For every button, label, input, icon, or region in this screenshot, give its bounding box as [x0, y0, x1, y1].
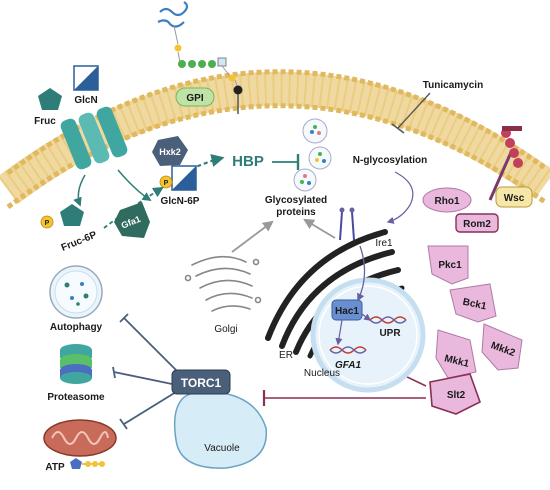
hxk2-enzyme-shape [152, 136, 188, 166]
slt2-shape [429, 373, 481, 415]
glucosamine-shape-icon [73, 65, 99, 91]
gpi-anchored-protein [157, 1, 243, 114]
torc1-box [171, 369, 231, 395]
gpi-box [175, 87, 215, 107]
golgi-apparatus [184, 255, 262, 312]
gfa1-gene-dna-icon [329, 346, 367, 354]
nucleus-label: Nucleus [304, 368, 340, 379]
golgi-label: Golgi [214, 324, 237, 335]
mkk2-shape [481, 323, 523, 371]
rom2-box [455, 213, 499, 233]
fruc-label: Fruc [34, 116, 56, 127]
fruc6p-label: Fruc-6P [60, 229, 99, 253]
golgi-to-glycoproteins-arrow [231, 220, 274, 253]
bck1-shape [449, 283, 497, 323]
torc1-inhibition-lines [112, 313, 179, 430]
atp-molecule-icon [70, 458, 105, 469]
hxk2-label: Hxk2 [159, 147, 181, 157]
gfa1-reaction-arrow [103, 186, 164, 229]
tunicamycin-inhibition-line [397, 92, 431, 129]
glycosylated-proteins-icons [293, 118, 332, 192]
bck1-label: Bck1 [462, 297, 488, 313]
hac1-label: Hac1 [335, 306, 359, 317]
n-glycosylation-label: N-glycosylation [353, 155, 427, 166]
proteasome-label: Proteasome [47, 392, 105, 403]
sugar-transporter [60, 106, 152, 207]
glycosylated-proteins-line1: Glycosylated [265, 195, 327, 206]
er-to-glycoproteins-arrow [303, 218, 336, 239]
torc1-label: TORC1 [181, 376, 222, 390]
glcn6p-label: GlcN-6P [161, 196, 200, 207]
hac1-box [331, 299, 363, 321]
wsc-sensor [488, 126, 523, 201]
fructose-shape-icon [38, 88, 62, 110]
mitochondrion-icon [43, 419, 117, 457]
upr-label: UPR [379, 328, 401, 339]
gpi-label: GPI [186, 93, 203, 104]
rho1-shape [422, 187, 472, 213]
autophagy-label: Autophagy [50, 322, 103, 333]
glcn6p-shape-icon [159, 165, 197, 191]
pkc1-label: Pkc1 [438, 260, 462, 271]
upr-dna-icon [369, 316, 407, 324]
gfa1-enzyme-shape [114, 202, 150, 238]
ire1-receptor [339, 207, 355, 241]
rho1-label: Rho1 [435, 196, 460, 207]
n-glycosylation-arrow [386, 171, 414, 224]
pkc1-shape [427, 245, 469, 285]
glcn-label: GlcN [74, 95, 97, 106]
hbp-label: HBP [232, 153, 264, 170]
autophagy-icon [49, 265, 103, 319]
hac1-to-upr-arrow [361, 313, 372, 321]
vacuole-shape [173, 390, 268, 469]
tunicamycin-label: Tunicamycin [423, 80, 483, 91]
er-label: ER [279, 350, 293, 361]
ire1-to-hac1-arrow [357, 245, 366, 302]
wsc-box [495, 186, 533, 208]
gfa1-gene-label: GFA1 [335, 360, 362, 371]
glycosylated-proteins-line2: proteins [276, 207, 316, 218]
hac1-to-gfa1-arrow [335, 319, 343, 346]
glcn6p-phosphate-label: P [164, 180, 169, 187]
fruc6p-shape-icon [40, 204, 84, 229]
rom2-label: Rom2 [463, 219, 491, 230]
hbp-flux-arrow [177, 153, 225, 176]
proteasome-icon [60, 344, 92, 384]
ire1-label: Ire1 [375, 238, 393, 249]
atp-label: ATP [45, 462, 65, 473]
mkk1-shape [435, 329, 477, 379]
fruc6p-phosphate-label: P [45, 220, 50, 227]
vacuole-label: Vacuole [204, 443, 240, 454]
wsc-label: Wsc [504, 193, 525, 204]
slt2-label: Slt2 [447, 390, 466, 401]
tunicamycin-inhibition-bar [391, 123, 405, 134]
